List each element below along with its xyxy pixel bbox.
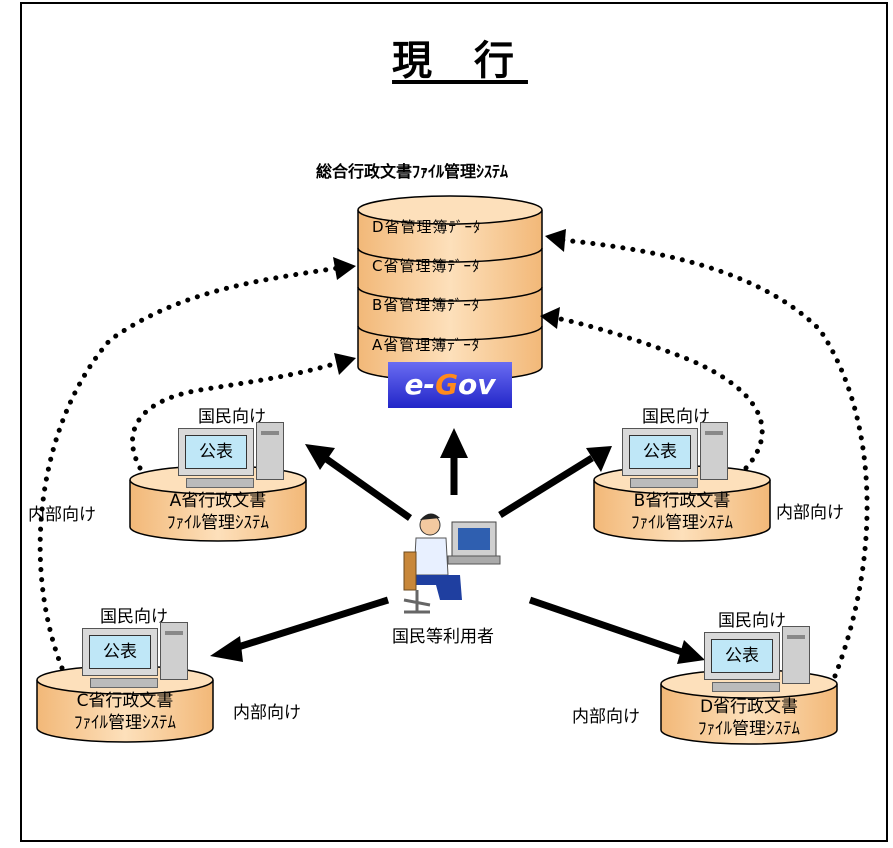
dotted-link-d [559,237,870,679]
system-label-c: C省行政文書 ﾌｧｲﾙ管理ｼｽﾃﾑ [37,690,213,734]
internal-label-b: 内部向け [776,503,844,523]
db-layer-d: D省管理簿ﾃﾞｰﾀ [372,218,482,236]
arrow-to-d [528,596,684,656]
internal-label-c: 内部向け [233,703,301,723]
user-label: 国民等利用者 [392,627,494,647]
system-label-d-line1: D省行政文書 [699,697,799,717]
public-label-d: 国民向け [718,611,786,631]
pc-c: 公表 [82,622,194,688]
system-label-c-line2: ﾌｧｲﾙ管理ｼｽﾃﾑ [74,713,176,733]
dotted-arrowhead-b [540,307,560,329]
db-layer-b: B省管理簿ﾃﾞｰﾀ [372,296,481,314]
pc-b: 公表 [622,422,734,488]
dotted-arrowhead-a [334,353,356,375]
dotted-link-a [130,359,343,471]
pc-d: 公表 [704,626,816,692]
internal-label-a: 内部向け [28,505,96,525]
screen-label-b: 公表 [629,435,691,469]
page-title: 現 行 [392,38,528,84]
screen-label-d: 公表 [711,639,773,673]
user-figure [403,513,501,614]
system-title: 総合行政文書ﾌｧｲﾙ管理ｼｽﾃﾑ [316,162,509,181]
public-label-b: 国民向け [642,407,710,427]
pc-a: 公表 [178,422,290,488]
arrow-to-c [233,596,390,652]
system-label-a-line1: A省行政文書 [169,491,267,511]
central-database [357,195,543,382]
system-label-a: A省行政文書 ﾌｧｲﾙ管理ｼｽﾃﾑ [130,490,306,534]
dotted-arrowhead-d [545,229,566,252]
db-layer-a: A省管理簿ﾃﾞｰﾀ [372,336,481,354]
diagram-frame [20,2,888,842]
dotted-arrowhead-c [333,257,356,280]
screen-label-c: 公表 [89,635,151,669]
internal-label-d: 内部向け [572,707,640,727]
dotted-link-c [37,265,341,671]
system-label-d-line2: ﾌｧｲﾙ管理ｼｽﾃﾑ [698,719,800,739]
public-label-c: 国民向け [100,607,168,627]
arrow-to-a [322,455,413,521]
public-label-a: 国民向け [198,407,266,427]
system-label-c-line1: C省行政文書 [76,691,174,711]
system-label-b: B省行政文書 ﾌｧｲﾙ管理ｼｽﾃﾑ [594,490,770,534]
screen-label-a: 公表 [185,435,247,469]
egov-logo: e-Gov [388,362,512,408]
db-layer-c: C省管理簿ﾃﾞｰﾀ [372,257,481,275]
arrow-to-b [498,455,594,518]
system-label-b-line2: ﾌｧｲﾙ管理ｼｽﾃﾑ [631,513,733,533]
system-label-a-line2: ﾌｧｲﾙ管理ｼｽﾃﾑ [167,513,269,533]
system-label-d: D省行政文書 ﾌｧｲﾙ管理ｼｽﾃﾑ [661,696,837,740]
system-label-b-line1: B省行政文書 [633,491,731,511]
